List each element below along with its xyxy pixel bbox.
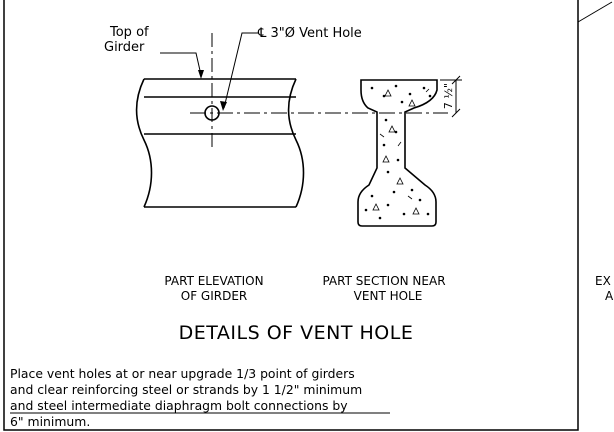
note-line-2: and clear reinforcing steel or strands b…	[10, 382, 362, 397]
note-line-1: Place vent holes at or near upgrade 1/3 …	[10, 366, 355, 381]
right-edge-text-line2: A	[605, 289, 614, 303]
label-vent-hole-callout: ℄ 3"Ø Vent Hole	[257, 26, 362, 41]
top-of-girder-arrowhead	[198, 70, 204, 79]
sheet-border	[3, 0, 579, 431]
girder-section-outline	[357, 79, 438, 227]
dimension-label: 7 ½"	[442, 83, 455, 109]
dimension-tick-bottom	[451, 108, 461, 118]
girder-break-line-right	[287, 78, 305, 208]
detail-title: DETAILS OF VENT HOLE	[179, 322, 414, 344]
vent-hole-leader	[223, 32, 258, 109]
note-line-3: and steel intermediate diaphragm bolt co…	[10, 398, 348, 413]
caption-elevation-line2: OF GIRDER	[181, 289, 248, 303]
label-top-of-girder-line2: Girder	[104, 40, 145, 55]
top-of-girder-leader	[160, 52, 202, 76]
label-top-of-girder-line1: Top of	[109, 25, 149, 40]
girder-section	[357, 79, 438, 227]
caption-elevation-line1: PART ELEVATION	[164, 274, 263, 288]
girder-break-line-left	[135, 78, 153, 208]
right-edge-text-line1: EX	[595, 274, 611, 288]
girder-elevation	[135, 78, 305, 208]
note-line-4: 6" minimum.	[10, 414, 90, 429]
dimension-tick-top	[451, 75, 461, 85]
concrete-hatch	[364, 84, 432, 220]
caption-section-line2: VENT HOLE	[354, 289, 423, 303]
vent-hole-arrowhead	[220, 101, 227, 111]
sheet-border-diagonal	[577, 1, 613, 23]
section-dimension	[440, 75, 462, 118]
caption-section-line1: PART SECTION NEAR	[322, 274, 445, 288]
